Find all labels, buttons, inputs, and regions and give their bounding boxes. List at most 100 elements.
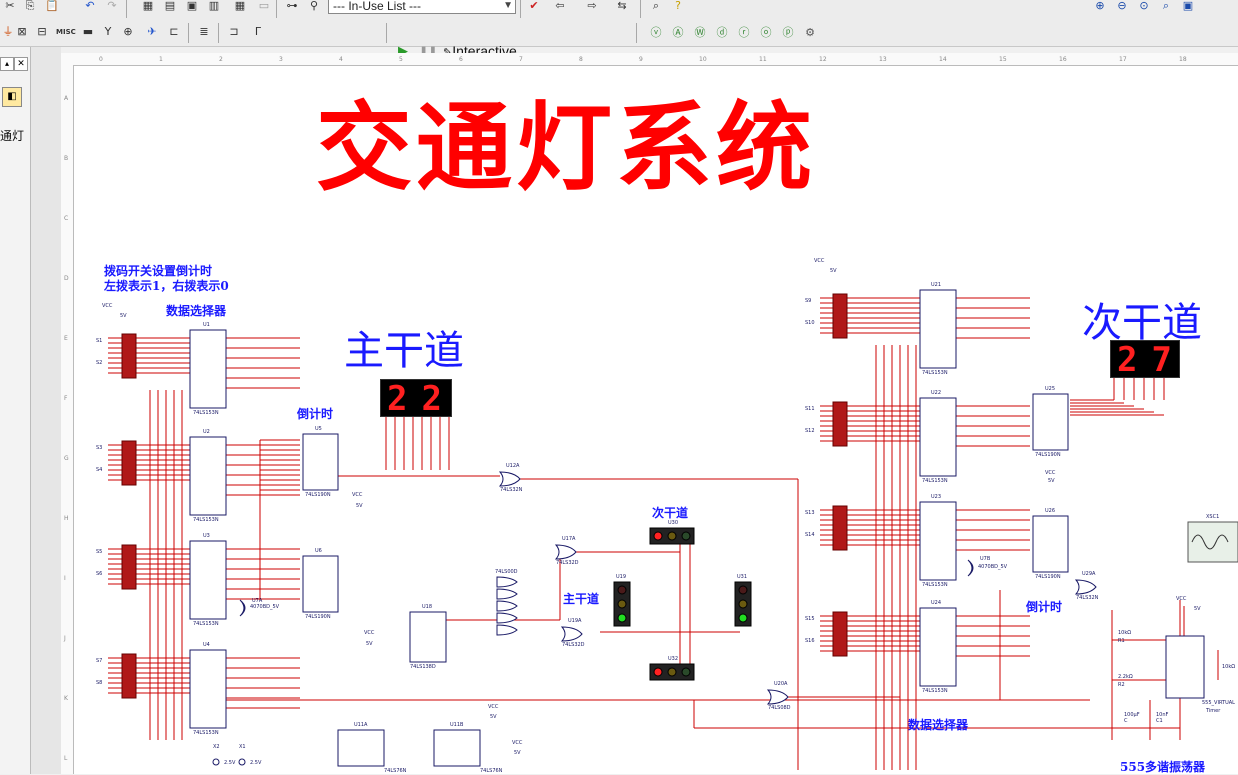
probe-digital-icon[interactable]: ⓞ [760,26,772,39]
help-icon[interactable]: ? [675,0,681,12]
gate-ref: U7B [980,556,991,562]
ruler-row-label: J [64,635,66,642]
rf-icon[interactable]: Y [104,25,112,38]
light-lamp [738,613,748,623]
light-ref: U30 [668,520,679,526]
vcc-value: 5V [830,268,837,274]
mux-chip [919,607,957,687]
basic-icon[interactable]: ⊠ [17,25,27,38]
place-wire-icon[interactable]: Γ [254,25,262,38]
hier-block-icon[interactable]: ⊐ [229,25,239,38]
chip-ref: U4 [203,642,210,648]
fullscreen-icon[interactable]: ▣ [1182,0,1194,12]
chip-type: 74LS153N [922,688,948,694]
electromech-icon[interactable]: ⊕ [123,25,133,38]
dip-switch [121,653,137,699]
vcc-label: VCC [102,303,113,309]
probe-power-icon[interactable]: Ⓦ [694,26,706,39]
probe-diff-icon[interactable]: ⓓ [716,26,728,39]
source-icon[interactable]: ⏚ [2,25,14,38]
gate-type: 74LS08D [768,705,791,711]
chart-icon[interactable]: ▥ [208,0,220,12]
switch-label: S2 [96,360,103,366]
oscillator-label: 555多谐振荡器 [1120,760,1206,774]
close-icon[interactable]: ✕ [14,57,28,71]
chip-ref: U22 [931,390,942,396]
switch-label: S8 [96,680,103,686]
paste-icon[interactable]: 📋 [45,0,59,12]
cut-icon[interactable]: ✂ [5,0,15,12]
undo-icon[interactable]: ↶ [85,0,95,12]
zoom-fit-icon[interactable]: ⌕ [1162,0,1170,12]
hierarchy-icon[interactable]: ⚲ [309,0,319,12]
erc-icon[interactable]: ✔ [529,0,539,12]
backannotate-icon[interactable]: ⇦ [555,0,565,12]
vcc-label: VCC [1045,470,1056,476]
dip-note-line1: 拨码开关设置倒计时 [104,264,213,278]
find-icon[interactable]: ⌕ [652,0,660,12]
workspace-gutter [31,47,61,774]
separator [640,0,641,18]
light-lamp [681,667,691,677]
probe-voltage-icon[interactable]: ⓥ [650,26,662,39]
probe-fixed-icon[interactable]: ⓟ [782,26,794,39]
bom-icon[interactable]: ▭ [258,0,270,12]
dip-switch [121,333,137,379]
ruler-col-label: 10 [699,56,707,63]
component-icon[interactable]: ⊶ [286,0,298,12]
ruler-col-label: 11 [759,56,767,63]
tree-item[interactable]: 通灯 [0,129,25,143]
light-lamp [667,531,677,541]
grapher-icon[interactable]: ▦ [142,0,154,12]
indicator-icon[interactable]: ▬ [82,25,94,38]
connector-icon[interactable]: ⊏ [169,25,179,38]
logic-gate [554,544,577,560]
misc-icon[interactable]: MISC [56,28,76,36]
bus-icon[interactable]: ≣ [199,25,209,38]
run-simulation-icon[interactable]: ▶ [398,44,408,59]
ruler-row-label: L [64,755,68,762]
switch-label: S1 [96,338,103,344]
mux-chip [189,540,227,620]
gate-ref: U7A [252,598,263,604]
database-icon[interactable]: ▣ [186,0,198,12]
forward-annotate-icon[interactable]: ⇨ [587,0,597,12]
zoom-in-icon[interactable]: ⊕ [1095,0,1105,12]
probe-settings-icon[interactable]: ⚙ [805,26,815,39]
light-lamp [617,585,627,595]
inuse-list-select[interactable]: --- In-Use List --- ▼ [328,0,516,14]
redo-icon[interactable]: ↷ [107,0,117,12]
nand-gate [496,588,518,600]
chip-ref: U11A [354,722,368,728]
ruler-row-label: F [64,395,68,402]
switch-label: S14 [805,532,815,538]
switch-label: S13 [805,510,815,516]
separator [520,0,521,18]
table-icon[interactable]: ▦ [234,0,246,12]
vcc-value: 5V [1048,478,1055,484]
chip-type: 74LS190N [305,614,331,620]
chip-type: 74LS153N [193,410,219,416]
chip-ref: U5 [315,426,322,432]
mux-chip [189,649,227,729]
zoom-out-icon[interactable]: ⊖ [1117,0,1127,12]
ni-icon[interactable]: ✈ [147,25,157,38]
probe-ref-icon[interactable]: ⓡ [738,26,750,39]
probe-current-icon[interactable]: Ⓐ [672,26,684,39]
nand-gate [496,624,518,636]
minimize-icon[interactable]: ▴ [0,57,14,71]
chip-ref: U3 [203,533,210,539]
vcc-value: 5V [490,714,497,720]
chip-type: Timer [1206,708,1221,714]
switch-label: S5 [96,549,103,555]
zoom-area-icon[interactable]: ⊙ [1139,0,1149,12]
spreadsheet-icon[interactable]: ▤ [164,0,176,12]
ruler-col-label: 12 [819,56,827,63]
project-icon[interactable]: ◧ [2,87,22,107]
copy-icon[interactable]: ⎘ [25,0,35,12]
light-lamp [653,667,663,677]
diode-icon[interactable]: ⊟ [37,25,47,38]
light-lamp [653,531,663,541]
transfer-icon[interactable]: ⇆ [617,0,627,12]
